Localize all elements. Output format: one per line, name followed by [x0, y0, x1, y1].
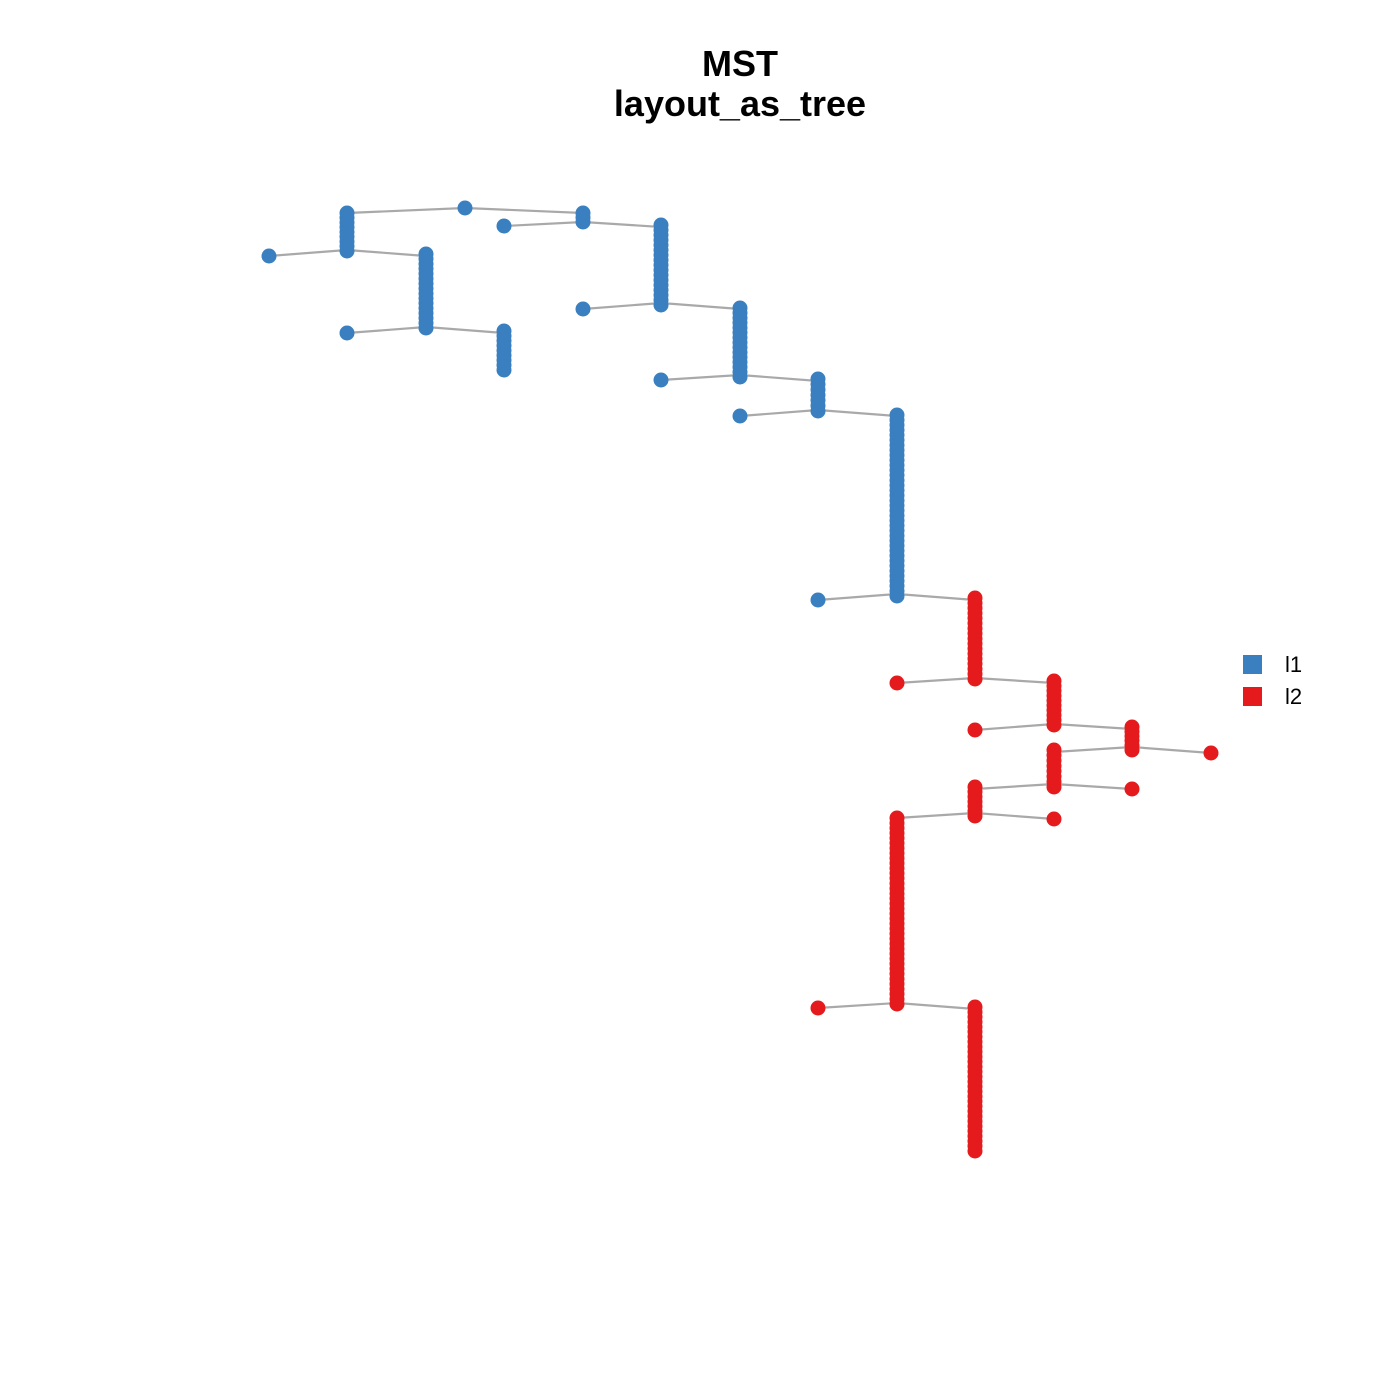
tree-edge [1053, 745, 1133, 754]
node-l1 [339, 325, 355, 341]
tree-edge [1053, 782, 1133, 791]
node-l2 [810, 1000, 826, 1016]
legend-label-l2: l2 [1285, 684, 1302, 709]
tree-edge [974, 782, 1055, 791]
tree-edge [660, 301, 741, 311]
node-l1 [889, 588, 905, 604]
node-l2 [967, 1143, 983, 1159]
legend-swatch-l1 [1243, 655, 1262, 674]
tree-edge [582, 301, 662, 311]
tree-edge [739, 373, 819, 383]
tree-edge [974, 811, 1055, 821]
tree-edge [896, 811, 976, 820]
plot-title-line2: layout_as_tree [614, 83, 866, 124]
node-l1 [575, 301, 591, 317]
tree-edge [817, 592, 898, 602]
tree-edge [268, 248, 348, 258]
tree-edge [974, 676, 1055, 685]
node-l1 [653, 372, 669, 388]
tree-edge [503, 220, 584, 228]
tree-edge [896, 676, 976, 685]
tree-edge [974, 722, 1055, 732]
node-l1 [575, 214, 591, 230]
tree-edge [346, 248, 427, 258]
node-l1 [732, 408, 748, 424]
node-l2 [1124, 742, 1140, 758]
node-l2 [967, 671, 983, 687]
tree-edge [582, 220, 662, 229]
legend: l1 l2 [1243, 652, 1302, 709]
node-l2 [1046, 779, 1062, 795]
tree-edge [817, 1001, 898, 1010]
tree-edge [346, 206, 466, 215]
tree-edges [268, 206, 1212, 1011]
tree-edge [1053, 722, 1133, 731]
node-l1 [732, 369, 748, 385]
tree-edge [425, 325, 505, 335]
tree-edge [896, 1001, 976, 1011]
tree-edge [346, 325, 427, 335]
node-l2 [1046, 811, 1062, 827]
tree-edge [817, 408, 898, 418]
node-l1 [339, 243, 355, 259]
node-l2 [967, 808, 983, 824]
node-l2 [967, 722, 983, 738]
node-l2 [889, 996, 905, 1012]
node-l1 [810, 592, 826, 608]
tree-edge [660, 373, 741, 382]
tree-edge [739, 408, 819, 418]
node-l1 [496, 218, 512, 234]
node-l1 [261, 248, 277, 264]
tree-edge [1131, 745, 1212, 755]
node-l1 [810, 403, 826, 419]
legend-label-l1: l1 [1285, 652, 1302, 677]
legend-swatch-l2 [1243, 687, 1262, 706]
node-l1 [418, 320, 434, 336]
tree-edge [464, 206, 584, 215]
tree-edge [896, 592, 976, 602]
node-l2 [1124, 781, 1140, 797]
tree-nodes [261, 200, 1219, 1159]
node-l2 [1046, 717, 1062, 733]
node-l1 [653, 297, 669, 313]
node-l2 [1203, 745, 1219, 761]
node-l1 [457, 200, 473, 216]
plot-title-line1: MST [702, 43, 778, 84]
node-l1 [496, 362, 512, 378]
node-l2 [889, 675, 905, 691]
